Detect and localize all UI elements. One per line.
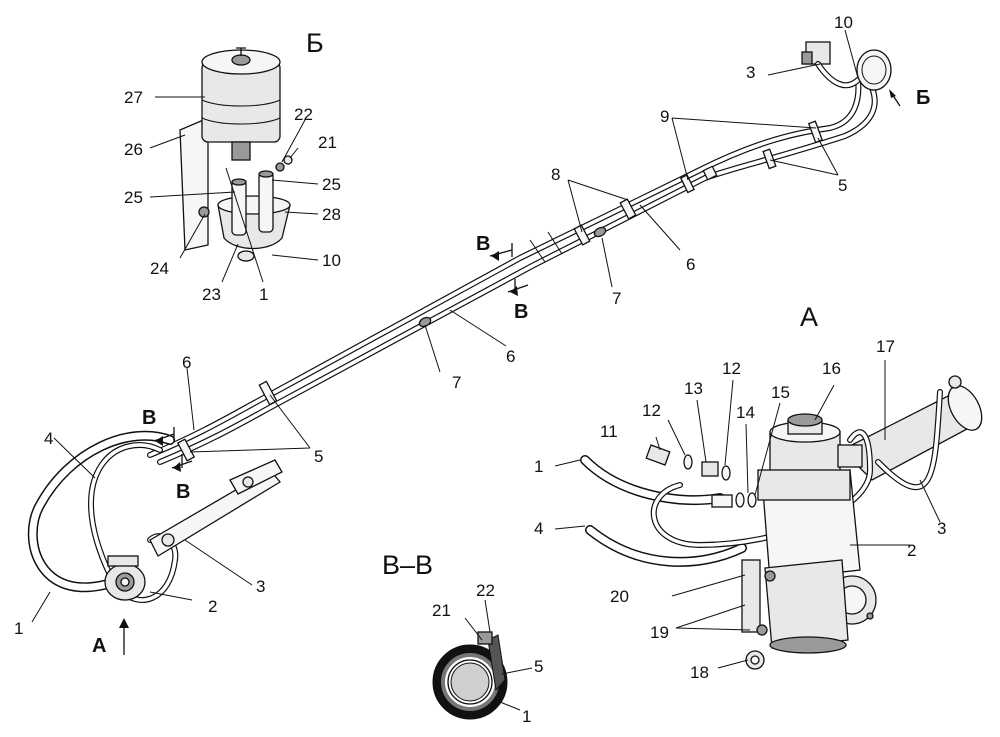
callout-6-top: 6: [686, 255, 695, 274]
callout-13: 13: [684, 379, 703, 398]
view-a-title: A: [800, 302, 818, 332]
detail-a-valve: [580, 375, 983, 670]
arrow-a-label: A: [92, 635, 106, 657]
callout-6-mid: 6: [506, 347, 515, 366]
callout-12-a: 12: [722, 359, 741, 378]
callout-5-top: 5: [838, 176, 847, 195]
callout-3-top: 3: [746, 63, 755, 82]
callout-7-top: 7: [612, 289, 621, 308]
callout-1-left: 1: [14, 619, 23, 638]
callout-7-mid: 7: [452, 373, 461, 392]
callout-3-left: 3: [256, 577, 265, 596]
arrow-b-label: Б: [916, 87, 930, 109]
callout-1-section: 1: [522, 707, 531, 726]
callout-20: 20: [610, 587, 629, 606]
callout-8: 8: [551, 165, 560, 184]
cut-markers: [153, 243, 529, 472]
callout-2-a: 2: [907, 541, 916, 560]
cut-mark-label-2: В: [514, 301, 528, 323]
callout-16: 16: [822, 359, 841, 378]
callout-22-b: 22: [294, 105, 313, 124]
callout-1-b: 1: [259, 285, 268, 304]
callout-numbers: 27 26 22 21 25 25 28 24 23 1 10 10 3 9 5…: [14, 13, 946, 726]
callout-17: 17: [876, 337, 895, 356]
section-title: В–В: [382, 550, 433, 580]
cut-mark-label-1: В: [476, 233, 490, 255]
callout-5-section: 5: [534, 657, 543, 676]
detail-b-tank: [179, 47, 293, 262]
callout-14: 14: [736, 403, 755, 422]
callout-2-left: 2: [208, 597, 217, 616]
section-v-v: [432, 631, 508, 720]
cut-mark-label-3: В: [142, 407, 156, 429]
callout-10-top: 10: [834, 13, 853, 32]
callout-3-a: 3: [937, 519, 946, 538]
upper-right-gauge: [801, 41, 901, 107]
lower-left-assembly: [27, 430, 283, 603]
callout-6-left: 6: [182, 353, 191, 372]
callout-9: 9: [660, 107, 669, 126]
callout-27: 27: [124, 88, 143, 107]
cut-mark-label-4: В: [176, 481, 190, 503]
callout-23: 23: [202, 285, 221, 304]
callout-10-b: 10: [322, 251, 341, 270]
callout-26: 26: [124, 140, 143, 159]
callout-15: 15: [771, 383, 790, 402]
callout-19: 19: [650, 623, 669, 642]
callout-25-left: 25: [124, 188, 143, 207]
view-b-title: Б: [306, 28, 324, 58]
callout-4-a: 4: [534, 519, 543, 538]
callout-11: 11: [600, 422, 618, 441]
leader-lines: [31, 29, 941, 711]
callout-21-section: 21: [432, 601, 451, 620]
callout-22-section: 22: [476, 581, 495, 600]
callout-25-right: 25: [322, 175, 341, 194]
callout-24: 24: [150, 259, 169, 278]
view-labels: Б A В–В Б A В В В В: [92, 28, 930, 657]
callout-5-left: 5: [314, 447, 323, 466]
callout-28: 28: [322, 205, 341, 224]
main-pipeline: [147, 77, 878, 465]
callout-18: 18: [690, 663, 709, 682]
callout-21-b: 21: [318, 133, 337, 152]
callout-12-b: 12: [642, 401, 661, 420]
callout-4-left: 4: [44, 429, 53, 448]
callout-1-a: 1: [534, 457, 543, 476]
